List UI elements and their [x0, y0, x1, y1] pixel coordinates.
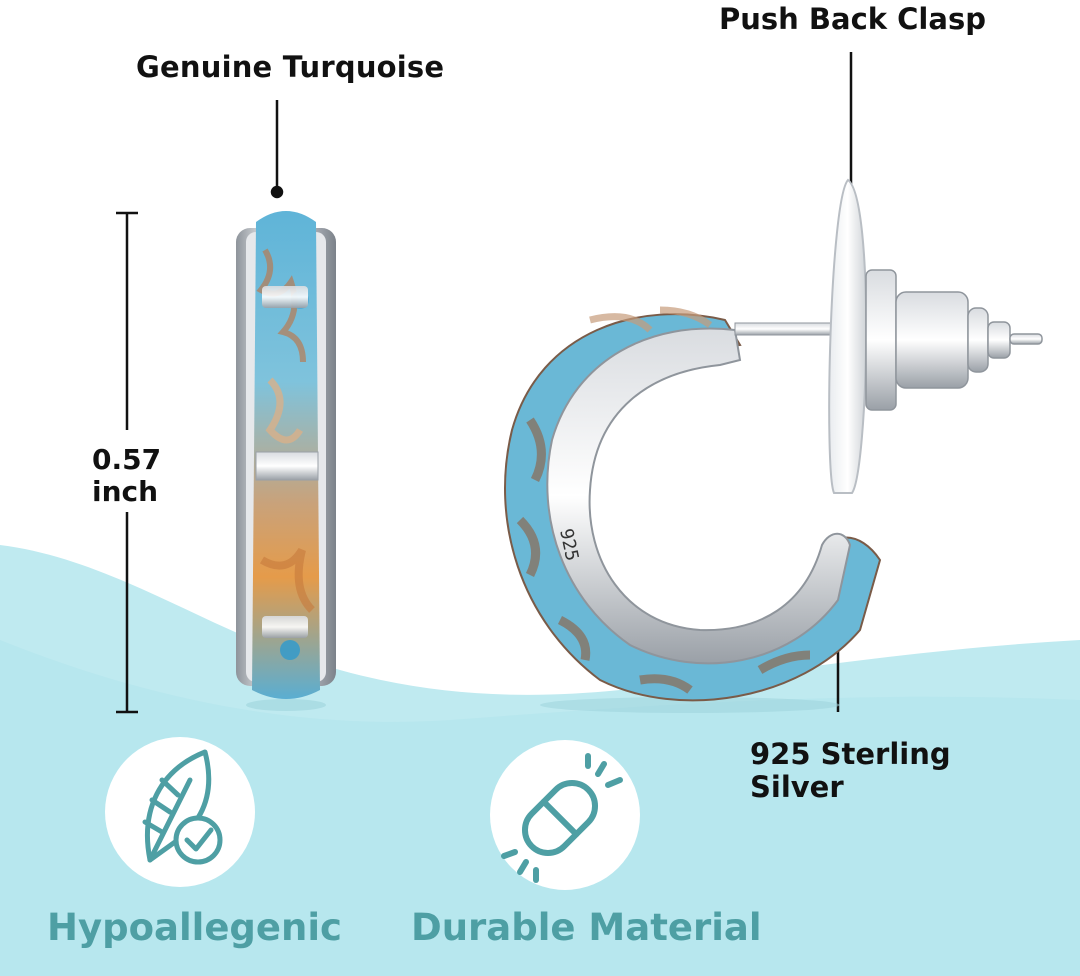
feather-check-icon [142, 749, 223, 865]
metal-label-line2: Silver [750, 770, 844, 804]
metal-label: 925 Sterling Silver [750, 738, 951, 804]
earring-side-view [236, 211, 336, 711]
dimension-value: 0.57 [92, 443, 162, 476]
dimension-label: 0.57 inch [92, 444, 161, 508]
badge-circle-durable [490, 740, 640, 890]
pill-capsule-icon [501, 753, 623, 883]
metal-label-line1: 925 Sterling [750, 737, 951, 771]
dimension-unit: inch [92, 475, 159, 508]
clasp-label: Push Back Clasp [719, 2, 986, 36]
earring-front-view: 925 [504, 178, 1043, 713]
badge-circle-hypoallergenic [105, 737, 255, 887]
dimension-line [116, 211, 138, 714]
feature-hypoallergenic-label: Hypoallegenic [47, 906, 342, 949]
stone-label: Genuine Turquoise [136, 50, 445, 84]
feature-durable-label: Durable Material [411, 906, 762, 949]
